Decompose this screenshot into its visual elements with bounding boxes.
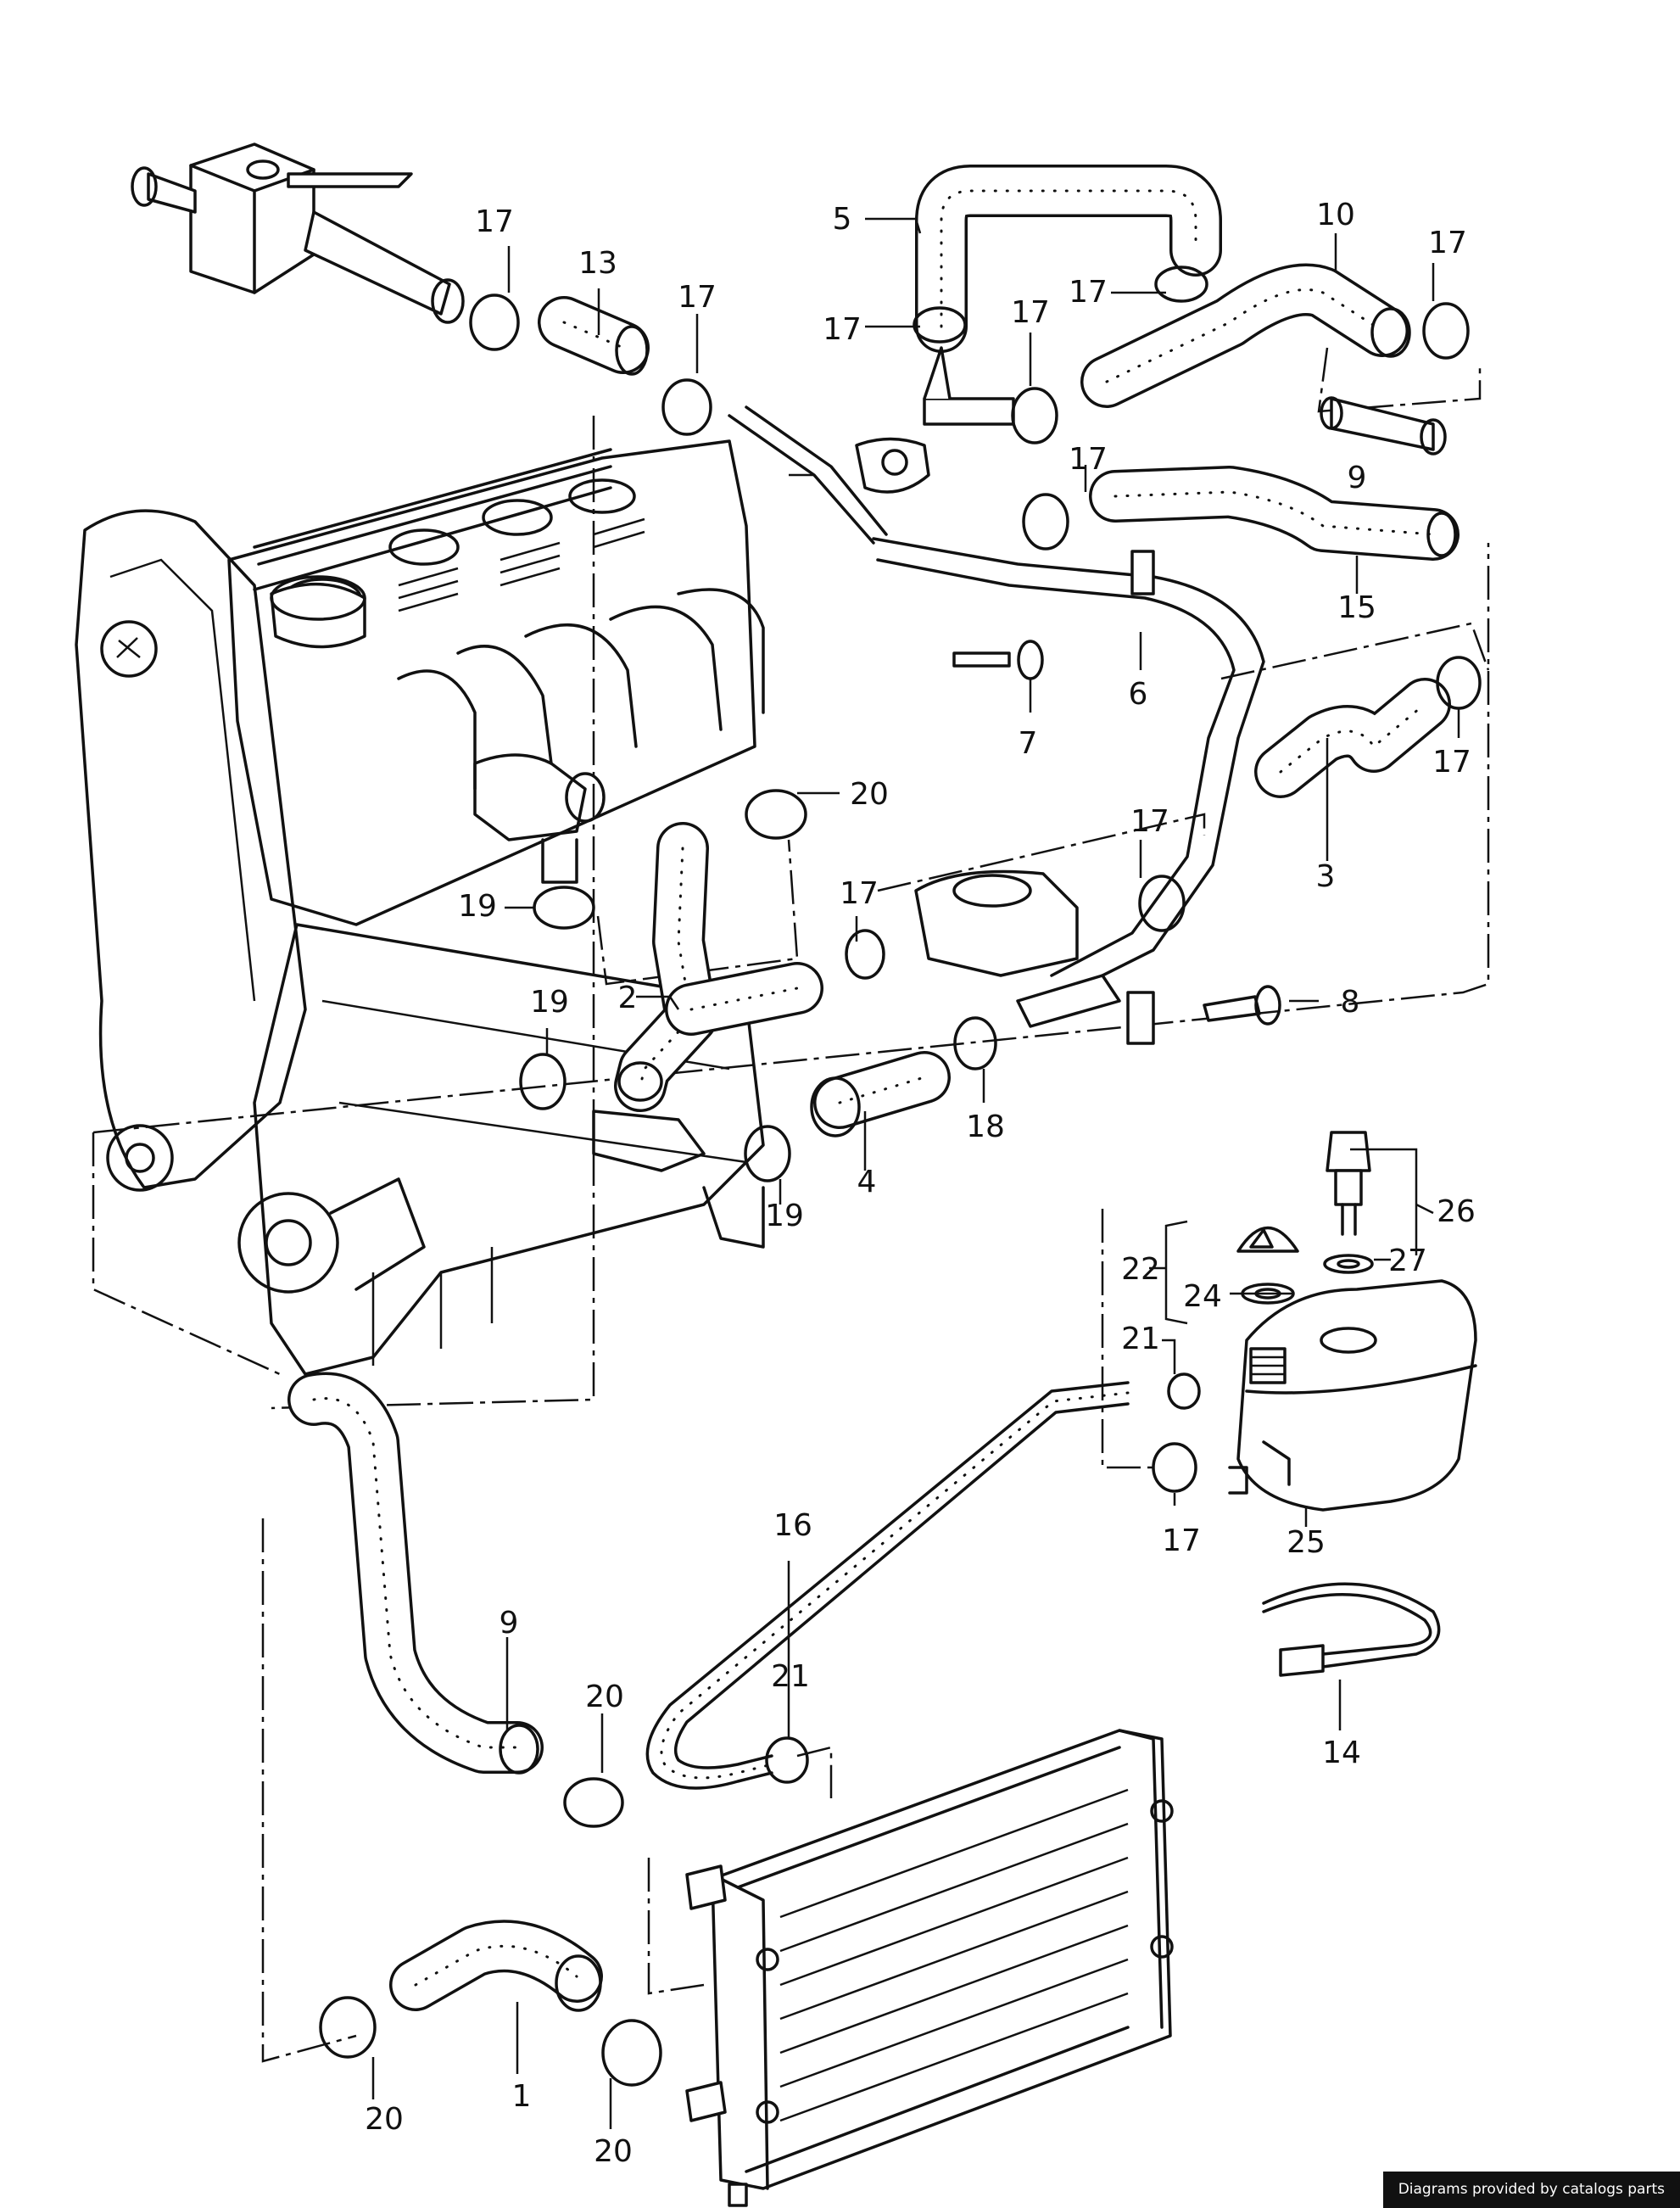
- callout-19: 19: [458, 889, 497, 924]
- hose-clamp-band: [1262, 1582, 1441, 1677]
- callout-17: 17: [678, 280, 717, 315]
- callout-16: 16: [773, 1508, 812, 1543]
- callout-17: 17: [1162, 1523, 1201, 1558]
- callout-17: 17: [1069, 442, 1108, 477]
- callout-24: 24: [1183, 1279, 1222, 1314]
- coolant-pipe-6: [728, 405, 1265, 994]
- callout-20: 20: [850, 777, 889, 812]
- callout-21: 21: [1121, 1322, 1160, 1356]
- callout-2: 2: [618, 981, 638, 1015]
- leader-lines: [371, 217, 1460, 2129]
- callout-17: 17: [823, 312, 862, 347]
- callout-18: 18: [966, 1110, 1005, 1144]
- callout-17: 17: [475, 204, 514, 239]
- callout-3: 3: [1316, 859, 1336, 894]
- callout-15: 15: [1337, 590, 1376, 625]
- hose-9: [287, 1372, 544, 1775]
- expansion-tank: [1228, 1131, 1477, 1512]
- callout-4: 4: [857, 1165, 877, 1199]
- callout-10: 9: [1348, 461, 1367, 495]
- callout-25: 25: [1287, 1525, 1326, 1560]
- callout-17: 17: [840, 876, 879, 911]
- callout-27: 27: [1388, 1244, 1427, 1278]
- radiator: [685, 1729, 1174, 2207]
- callout-labels: 17 13 17 5 17 17 17 10 17 9 17 15 6 7 17…: [365, 198, 1476, 2169]
- callout-9: 9: [500, 1606, 519, 1641]
- hose-13: [538, 296, 650, 376]
- heater-control-valve: [131, 143, 465, 324]
- callout-6: 6: [1129, 677, 1148, 712]
- callout-19: 19: [765, 1199, 804, 1233]
- hose-16: [645, 1381, 1130, 1790]
- callout-17: 17: [1432, 745, 1471, 780]
- hose-1: [389, 1920, 603, 2012]
- callout-14: 14: [1322, 1736, 1361, 1770]
- callout-17: 17: [1069, 275, 1108, 310]
- hose-2: [614, 822, 823, 1112]
- callout-17: 17: [1428, 226, 1467, 260]
- callout-1: 1: [512, 2079, 532, 2114]
- callout-7: 7: [1019, 726, 1038, 761]
- credit-badge: Diagrams provided by catalogs parts: [1382, 2172, 1680, 2208]
- connector-parts: [855, 346, 1447, 1045]
- callout-8: 8: [1341, 985, 1360, 1020]
- callout-20: 20: [594, 2134, 633, 2169]
- callout-17: 17: [1011, 295, 1050, 330]
- hose-15: [1089, 466, 1460, 561]
- callout-20: 20: [365, 2102, 404, 2137]
- callout-5: 5: [833, 202, 852, 237]
- hose-4: [810, 1051, 951, 1138]
- callout-21: 21: [771, 1659, 810, 1694]
- hose-12: [1080, 263, 1411, 408]
- hose-3: [1254, 678, 1451, 798]
- callout-12: 10: [1316, 198, 1355, 232]
- hose-clips: [319, 266, 1482, 2087]
- callout-20: 20: [585, 1680, 624, 1714]
- callout-17: 17: [1130, 804, 1169, 839]
- callout-19: 19: [530, 985, 569, 1020]
- callout-26: 26: [1437, 1194, 1476, 1229]
- callout-13: 13: [578, 246, 617, 281]
- hose-5: [915, 165, 1222, 353]
- callout-22: 22: [1121, 1252, 1160, 1287]
